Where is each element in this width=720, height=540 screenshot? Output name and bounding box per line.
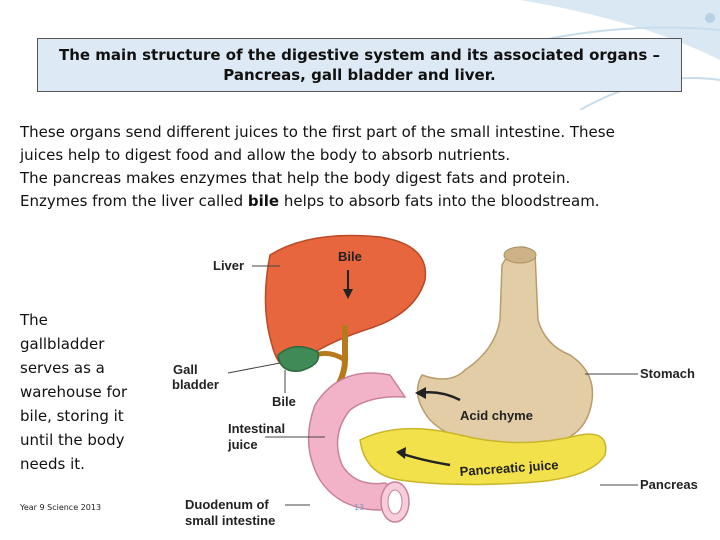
arrow-head [415, 387, 426, 399]
pancreatic-juice-label: Pancreatic juice [459, 457, 559, 479]
intro-line-2: juices help to digest food and allow the… [20, 146, 511, 164]
intro-line-4-post: helps to absorb fats into the bloodstrea… [279, 192, 600, 210]
side-line: serves as a [20, 359, 105, 377]
gallbladder-illustration [277, 346, 320, 372]
side-line: until the body [20, 431, 125, 449]
side-line: bile, storing it [20, 407, 124, 425]
pancreas-label: Pancreas [640, 477, 698, 492]
intestinal-label: Intestinal [228, 421, 285, 436]
intro-line-3: The pancreas makes enzymes that help the… [20, 169, 571, 187]
acid-chyme-label: Acid chyme [460, 408, 533, 423]
arrow-head [343, 289, 353, 299]
title-line-2: Pancreas, gall bladder and liver. [223, 66, 496, 84]
juice-label: juice [227, 437, 258, 452]
title-box: The main structure of the digestive syst… [37, 38, 682, 92]
duodenum-label-1: Duodenum of [185, 497, 269, 512]
digestive-organs-diagram: Liver Bile Gall bladder Bile Intestinal … [172, 234, 698, 528]
gall-leader [227, 362, 281, 374]
bladder-label: bladder [172, 377, 219, 392]
cystic-duct [314, 350, 347, 363]
bile-top-label: Bile [338, 249, 362, 264]
intro-bile-bold: bile [247, 192, 280, 210]
stomach-label: Stomach [640, 366, 695, 381]
intro-line-4-pre: Enzymes from the liver called [20, 192, 248, 210]
side-line: gallbladder [20, 335, 105, 353]
liver-illustration [264, 234, 427, 369]
side-line: warehouse for [20, 383, 128, 401]
arrow-head [396, 447, 406, 459]
gall-label: Gall [173, 362, 198, 377]
side-line: needs it. [20, 455, 85, 473]
gallbladder-note: The gallbladder serves as a warehouse fo… [20, 308, 155, 476]
footer-course: Year 9 Science 2013 [20, 503, 102, 512]
side-line: The [20, 311, 48, 329]
intro-line-1: These organs send different juices to th… [20, 123, 615, 141]
intro-line-4: Enzymes from the liver called bile helps… [20, 190, 715, 213]
liver-label: Liver [213, 258, 244, 273]
pancreas-illustration [359, 427, 607, 486]
duodenum-label-2: small intestine [185, 513, 275, 528]
bile-bottom-label: Bile [272, 394, 296, 409]
title-line-1: The main structure of the digestive syst… [59, 46, 660, 64]
page-number: 13 [354, 503, 365, 512]
intro-text: These organs send different juices to th… [20, 121, 715, 213]
